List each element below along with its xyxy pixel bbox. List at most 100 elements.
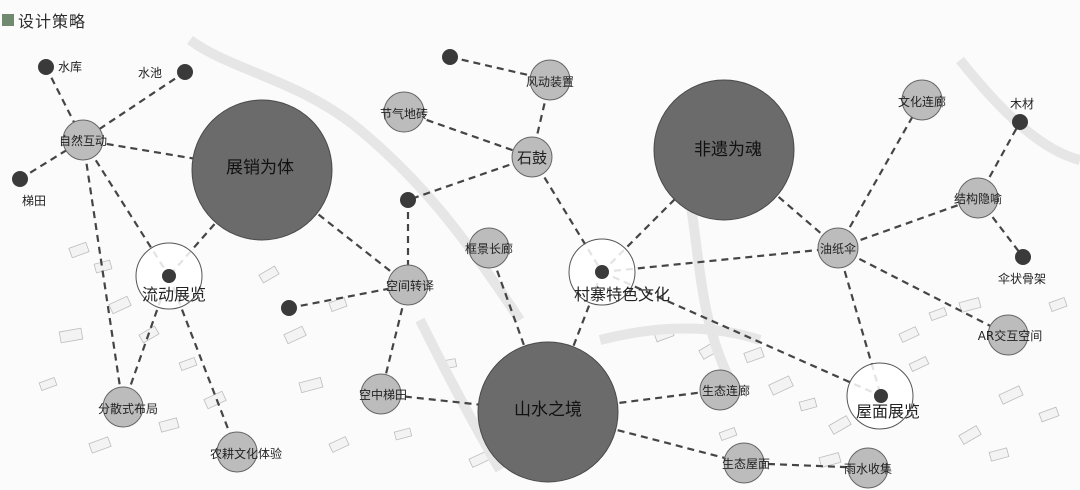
label-jieqi: 节气地砖 (380, 106, 428, 121)
background-road (685, 199, 735, 383)
node-shanshui (477, 341, 619, 483)
edge-kongzhong-shanshui (380, 392, 549, 414)
section-title: 设计策略 (18, 12, 87, 31)
label-fengdong: 风动装置 (526, 75, 574, 89)
label-jiegou: 结构隐喻 (954, 191, 1002, 206)
background-building (818, 452, 842, 468)
background-building (283, 325, 307, 345)
edge-shengtaiwumian-yushui (743, 461, 869, 470)
node-wenhualianlang (901, 79, 943, 121)
node-liudong-hub-dot (162, 269, 176, 283)
label-yushui: 雨水收集 (844, 461, 892, 476)
node-shuichi (177, 64, 193, 80)
background-building (178, 356, 198, 372)
node-dot_upper (400, 192, 416, 208)
label-kongzhong: 空中梯田 (359, 387, 407, 402)
edge-youzhisan-wenhualianlang (837, 99, 923, 249)
label-wumian: 屋面展览 (856, 402, 920, 421)
node-jieqi (383, 91, 425, 133)
edge-youzhisan-ar (837, 247, 1009, 336)
background-building (158, 417, 180, 433)
edge-cunzhai-youzhisan (601, 246, 839, 274)
background-building (928, 306, 948, 322)
edge-shigu-dot_upper (407, 155, 533, 202)
edge-cunzhai-wumian (601, 270, 882, 398)
node-fensan (102, 386, 144, 428)
label-cunzhai: 村寨特色文化 (574, 285, 670, 304)
background-building (298, 376, 324, 394)
background-building (958, 425, 982, 445)
node-fengdong (529, 59, 571, 101)
edge-shuiku-ziran (45, 66, 84, 141)
background-building (908, 356, 930, 372)
label-ar: AR交互空间 (978, 328, 1043, 343)
background-road (598, 323, 762, 345)
node-wumian-hub-dot (874, 389, 888, 403)
background-building (743, 346, 765, 364)
background-building (393, 427, 413, 441)
label-mucai: 木材 (1010, 97, 1034, 111)
background-building (1048, 297, 1068, 312)
background-building (768, 375, 794, 396)
label-liudong: 流动展览 (142, 285, 206, 304)
background-building (88, 436, 112, 454)
background-building (898, 326, 920, 343)
label-shengtaiwumian: 生态屋面 (722, 457, 770, 471)
label-titian: 梯田 (22, 194, 46, 208)
node-cunzhai-hub-dot (595, 265, 609, 279)
node-shuiku (38, 59, 54, 75)
background-building (328, 297, 348, 312)
label-wenhualianlang: 文化连廊 (898, 94, 946, 109)
background-building (68, 241, 90, 259)
edge-ziran-fensan (81, 139, 125, 408)
edge-shanshui-shengtaiwumian (547, 410, 745, 465)
label-shigu: 石鼓 (517, 149, 547, 167)
node-layer (12, 49, 1031, 489)
node-nonggeng (216, 431, 258, 473)
edge-ziran-zhanxiao (82, 138, 263, 172)
background-building (988, 447, 1010, 462)
node-dot_left (281, 300, 297, 316)
edge-liudong-nonggeng (167, 275, 239, 453)
label-kuangjing: 框景长廊 (465, 241, 513, 256)
node-ziran (62, 119, 104, 161)
label-sanzhuang: 伞状骨架 (998, 271, 1046, 286)
node-sanzhuang (1015, 249, 1031, 265)
background-building (718, 426, 738, 442)
edge-youzhisan-jiegou (837, 196, 979, 250)
node-shigu (511, 136, 553, 178)
label-shuichi: 水池 (138, 66, 162, 80)
node-kongzhong (360, 373, 402, 415)
edge-youzhisan-wumian (836, 247, 883, 397)
node-jiegou (957, 177, 999, 219)
node-shengtailianlang (699, 369, 741, 411)
node-dot_fengdong (442, 49, 458, 65)
background-building (38, 376, 58, 392)
label-feiyi: 非遗为魂 (694, 140, 762, 160)
background-building (998, 385, 1024, 405)
label-shuiku: 水库 (58, 59, 82, 74)
node-ar (987, 314, 1029, 356)
background-building (328, 436, 350, 453)
background-building (258, 265, 280, 284)
node-yushui (847, 447, 889, 489)
header-marker-icon (2, 14, 14, 26)
background-building (828, 415, 852, 435)
label-fensan: 分散式布局 (98, 401, 158, 416)
background-building (1038, 406, 1060, 423)
label-shanshui: 山水之境 (514, 400, 582, 420)
background-building (203, 390, 227, 410)
label-nonggeng: 农耕文化体验 (210, 446, 282, 461)
background-building (958, 297, 982, 313)
node-zhanxiao (191, 99, 333, 241)
background-building (798, 397, 818, 412)
label-youzhisan: 油纸伞 (820, 241, 856, 256)
label-ziran: 自然互动 (59, 133, 107, 148)
section-header: 设计策略 (2, 9, 86, 31)
node-shengtaiwumian (723, 442, 765, 484)
node-kongjian (387, 264, 429, 306)
label-shengtailianlang: 生态连廊 (702, 383, 750, 398)
node-mucai (1012, 114, 1028, 130)
label-zhanxiao: 展销为体 (226, 158, 294, 178)
